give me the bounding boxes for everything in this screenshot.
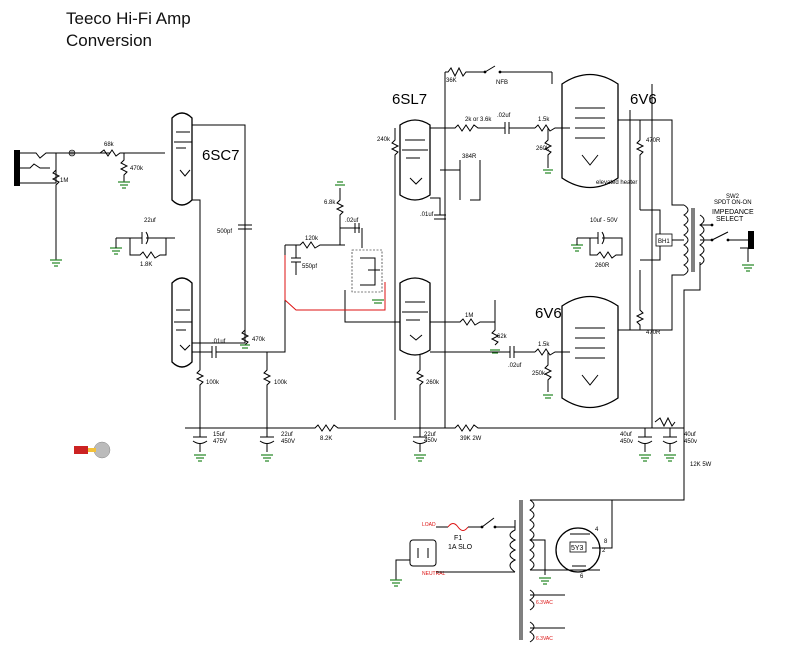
label-22uf: 22uf xyxy=(144,218,156,224)
label-10uf-50v: 10uf - 50V xyxy=(590,218,618,224)
label-6-3vac-a: 6.3VAC xyxy=(536,600,553,606)
label-6-3vac-b: 6.3VAC xyxy=(536,636,553,642)
label-02uf-c: .02uf xyxy=(508,363,522,369)
label-470r-a: 470R xyxy=(646,138,661,144)
tube-6sc7: 6SC7 xyxy=(171,112,240,368)
resistor-68k: 68k xyxy=(99,142,165,157)
label-22uf-2: 22uf xyxy=(281,432,293,438)
tube-label-6sl7: 6SL7 xyxy=(392,91,427,108)
tone-network: 120k 550pf 6.8k .02uf xyxy=(284,181,386,323)
label-470r-b: 470R xyxy=(646,330,661,336)
tube-6v6-bottom: 6V6 xyxy=(535,295,619,409)
ground-input xyxy=(50,215,62,267)
label-550pf: 550pf xyxy=(302,264,317,270)
label-384r: 384R xyxy=(462,154,477,160)
output-transformer xyxy=(640,119,705,331)
tube-6v6-top: 6V6 xyxy=(561,73,657,189)
label-250k: 250k xyxy=(532,371,546,377)
label-1m-b: 1M xyxy=(465,313,473,319)
tube-label-6v6-bottom: 6V6 xyxy=(535,305,562,322)
label-fuse-value: 1A SLO xyxy=(448,544,473,551)
label-02uf-b: .02uf xyxy=(345,218,359,224)
label-22uf-3: 22uf xyxy=(424,432,436,438)
label-100k-a: 100k xyxy=(206,380,220,386)
label-fuse: F1 xyxy=(454,535,462,542)
title-line-1: Teeco Hi-Fi Amp xyxy=(66,9,191,28)
label-spdt: SPDT ON-ON xyxy=(714,200,752,206)
cathode-bypass-v1: 22uf 1.8K xyxy=(110,218,175,268)
label-100k-b: 100k xyxy=(274,380,288,386)
rectifier-5y3: 5Y3 4 2 6 8 xyxy=(555,500,613,580)
coupling-01uf-v1: .01uf xyxy=(192,245,286,358)
label-240k: 240k xyxy=(377,137,391,143)
label-450v-a: 450V xyxy=(281,439,295,445)
label-260r: 260R xyxy=(595,263,610,269)
output-cathode-bypass: 10uf - 50V 260R xyxy=(571,218,623,269)
label-sw2: SW2 xyxy=(726,194,740,200)
power-entry: LOAD NEUTRAL F1 1A SLO xyxy=(390,517,515,587)
label-6-8k: 6.8k xyxy=(324,200,336,206)
label-62k: 62k xyxy=(497,334,508,340)
label-pin-8: 8 xyxy=(604,539,608,545)
label-1-5k-a: 1.5k xyxy=(538,117,550,123)
label-500pf: 500pf xyxy=(217,229,232,235)
impedance-switch: SW2 SPDT ON-ON IMPEDANCE SELECT xyxy=(683,194,754,428)
label-01uf-a: .01uf xyxy=(212,339,226,345)
label-470k-in: 470k xyxy=(130,166,144,172)
label-elevated-heater: elevated heater xyxy=(596,180,637,186)
label-impedance: IMPEDANCE xyxy=(712,209,754,216)
tube-label-5y3: 5Y3 xyxy=(571,545,584,552)
pot-icon xyxy=(74,441,111,459)
label-1m-input: 1M xyxy=(60,178,68,184)
label-pin-4: 4 xyxy=(595,527,599,533)
label-39k: 39K 2W xyxy=(460,436,482,442)
label-475v: 475V xyxy=(213,439,227,445)
diagram-title: Teeco Hi-Fi Amp Conversion xyxy=(66,8,191,52)
bplus-rail: 8.2K 39K 2W xyxy=(185,424,684,442)
label-02uf-a: .02uf xyxy=(497,113,511,119)
label-pin-6: 6 xyxy=(580,574,584,580)
output-grid-wiring: 1.5k 260k 1.5k 250k elevated heater xyxy=(532,117,637,399)
label-8-2k: 8.2K xyxy=(320,436,332,442)
output-plate-wiring: 470R 470R xyxy=(551,72,661,428)
label-68k: 68k xyxy=(104,142,115,148)
power-transformer: 6.3VAC 6.3VAC 12K 5W xyxy=(509,428,712,643)
label-nfb: NFB xyxy=(496,80,508,86)
label-450v-b: 450v xyxy=(424,438,437,444)
v1-load-resistors: 100k 100k xyxy=(195,352,288,428)
label-40uf-b: 40uf xyxy=(684,432,696,438)
label-01uf-b: .01uf xyxy=(420,212,434,218)
v2-wiring: 240k 2k or 3.6k .02uf .01uf 384R 1M 62k … xyxy=(377,113,535,428)
label-pin-2: 2 xyxy=(602,548,606,554)
label-bh1: BH1 xyxy=(658,239,670,245)
label-450v-d: 450v xyxy=(684,439,697,445)
label-12k-5w: 12K 5W xyxy=(690,462,712,468)
label-2k-3-6k: 2k or 3.6k xyxy=(465,117,492,123)
label-120k: 120k xyxy=(305,236,319,242)
label-load: LOAD xyxy=(422,522,436,528)
tube-6sl7: 6SL7 xyxy=(392,91,431,356)
label-1-8k: 1.8K xyxy=(140,262,152,268)
label-36k: 36K xyxy=(446,78,457,84)
label-260k: 260k xyxy=(536,146,550,152)
filter-caps: 15uf 475V 22uf 450V 22uf 450v 40uf 450v … xyxy=(192,416,697,462)
v1-plate-wiring: 500pf 470k xyxy=(192,124,266,355)
tube-label-6sc7: 6SC7 xyxy=(202,147,240,164)
label-neutral: NEUTRAL xyxy=(422,571,446,577)
label-1-5k-b: 1.5k xyxy=(538,342,550,348)
nfb-loop: 36K NFB xyxy=(444,65,552,128)
label-15uf: 15uf xyxy=(213,432,225,438)
title-line-2: Conversion xyxy=(66,31,152,50)
label-450v-c: 450v xyxy=(620,439,633,445)
label-select: SELECT xyxy=(716,216,744,223)
resistor-470k-grid: 470k xyxy=(118,153,144,189)
bias-block: BH1 xyxy=(655,233,673,247)
input-1m-resistor: 1M xyxy=(51,153,68,215)
label-260k-b: 260k xyxy=(426,380,440,386)
tube-label-6v6-top: 6V6 xyxy=(630,91,657,108)
label-470k-mid: 470k xyxy=(252,337,266,343)
label-40uf-a: 40uf xyxy=(620,432,632,438)
